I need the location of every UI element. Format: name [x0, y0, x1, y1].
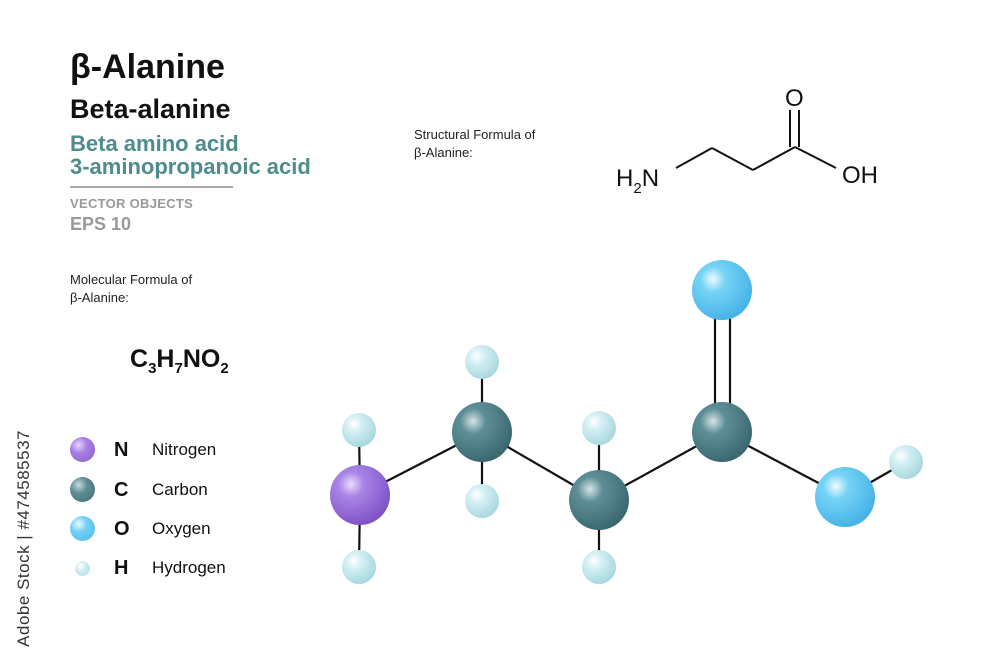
nitrogen-atom [330, 465, 390, 525]
oxygen-swatch-icon [70, 516, 95, 541]
hydrogen-swatch-icon [75, 561, 90, 576]
hydroxyl-label: OH [842, 162, 878, 189]
nitrogen-swatch-icon [70, 437, 95, 462]
eps-label: EPS 10 [70, 214, 132, 234]
structural-caption-line2: β-Alanine: [414, 144, 473, 160]
skeletal-bond [675, 147, 713, 169]
legend-name: Hydrogen [152, 558, 226, 577]
legend-name: Nitrogen [152, 440, 217, 459]
carbon-atom [452, 402, 512, 462]
divider [70, 186, 233, 188]
synonym-2: 3-aminopropanoic acid [70, 154, 311, 179]
hydrogen-atom [889, 445, 923, 479]
legend-name: Oxygen [152, 519, 211, 538]
molecular-formula-caption: Molecular Formula of β-Alanine: [70, 271, 230, 306]
legend-symbol: N [114, 438, 129, 461]
hydrogen-atom [465, 345, 499, 379]
skeletal-bond [711, 147, 754, 171]
molecular-caption-line1: Molecular Formula of [70, 272, 193, 287]
formula-c: C [130, 345, 149, 373]
page-subtitle: Beta-alanine [70, 94, 231, 124]
carbonyl-oxygen-label: O [785, 85, 804, 112]
structural-formula-caption: Structural Formula of β-Alanine: [414, 126, 574, 161]
legend-name: Carbon [152, 480, 208, 499]
hydrogen-atom [342, 413, 376, 447]
formula-no: NO [182, 345, 221, 373]
formula-h: H [156, 345, 175, 373]
legend-symbol: C [114, 478, 129, 501]
hydrogen-atom [342, 550, 376, 584]
carbon-swatch-icon [70, 477, 95, 502]
structural-caption-line1: Structural Formula of [414, 127, 536, 142]
h2n-label: H2N [616, 165, 659, 197]
formula-h-count: 7 [174, 360, 183, 377]
molecular-formula: C3H7NO2 [130, 345, 229, 377]
skeletal-bond [752, 146, 796, 171]
skeletal-bond [794, 146, 837, 169]
hydrogen-atom [582, 411, 616, 445]
oxygen-atom [692, 260, 752, 320]
legend-symbol: H [114, 556, 129, 579]
molecular-caption-line2: β-Alanine: [70, 289, 129, 305]
oxygen-atom [815, 467, 875, 527]
hydrogen-atom [465, 484, 499, 518]
carbon-atom [692, 402, 752, 462]
vector-objects-label: VECTOR OBJECTS [70, 196, 194, 211]
formula-o-count: 2 [220, 360, 229, 377]
carbon-atom [569, 470, 629, 530]
hydrogen-atom [582, 550, 616, 584]
formula-c-count: 3 [148, 360, 157, 377]
page-title: β-Alanine [70, 48, 225, 86]
synonym-1: Beta amino acid [70, 131, 239, 156]
legend-symbol: O [114, 517, 130, 540]
